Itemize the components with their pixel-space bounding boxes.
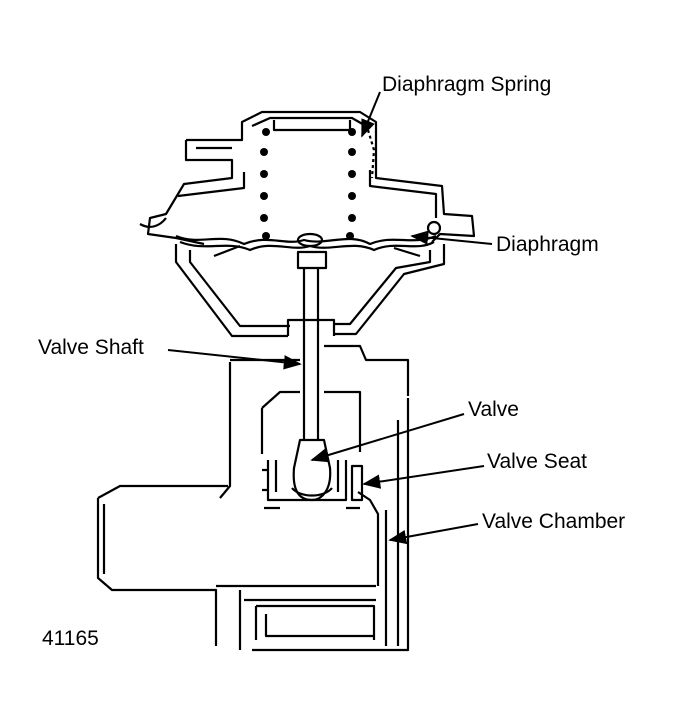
diaphragm — [139, 217, 442, 258]
valve-seat — [262, 460, 364, 510]
label-valve: Valve — [468, 398, 519, 421]
label-valve-shaft: Valve Shaft — [38, 336, 144, 359]
valve-shaft — [296, 250, 328, 440]
leader-diaphragm — [410, 230, 493, 245]
label-valve-chamber: Valve Chamber — [482, 510, 626, 533]
label-diaphragm-spring: Diaphragm Spring — [382, 73, 552, 96]
valve-body — [96, 344, 410, 652]
figure-number: 41165 — [42, 627, 99, 650]
leader-valve-seat — [362, 465, 485, 489]
upper-housing — [146, 110, 476, 246]
diaphragm-spring — [260, 128, 356, 240]
label-diaphragm: Diaphragm — [496, 233, 599, 256]
leader-valve-chamber — [388, 523, 479, 545]
leader-valve — [310, 413, 465, 463]
leader-diaphragm-spring — [361, 91, 381, 138]
leader-valve-shaft — [167, 349, 302, 370]
label-valve-seat: Valve Seat — [487, 450, 588, 473]
lower-housing — [174, 244, 446, 338]
valve — [291, 438, 333, 502]
